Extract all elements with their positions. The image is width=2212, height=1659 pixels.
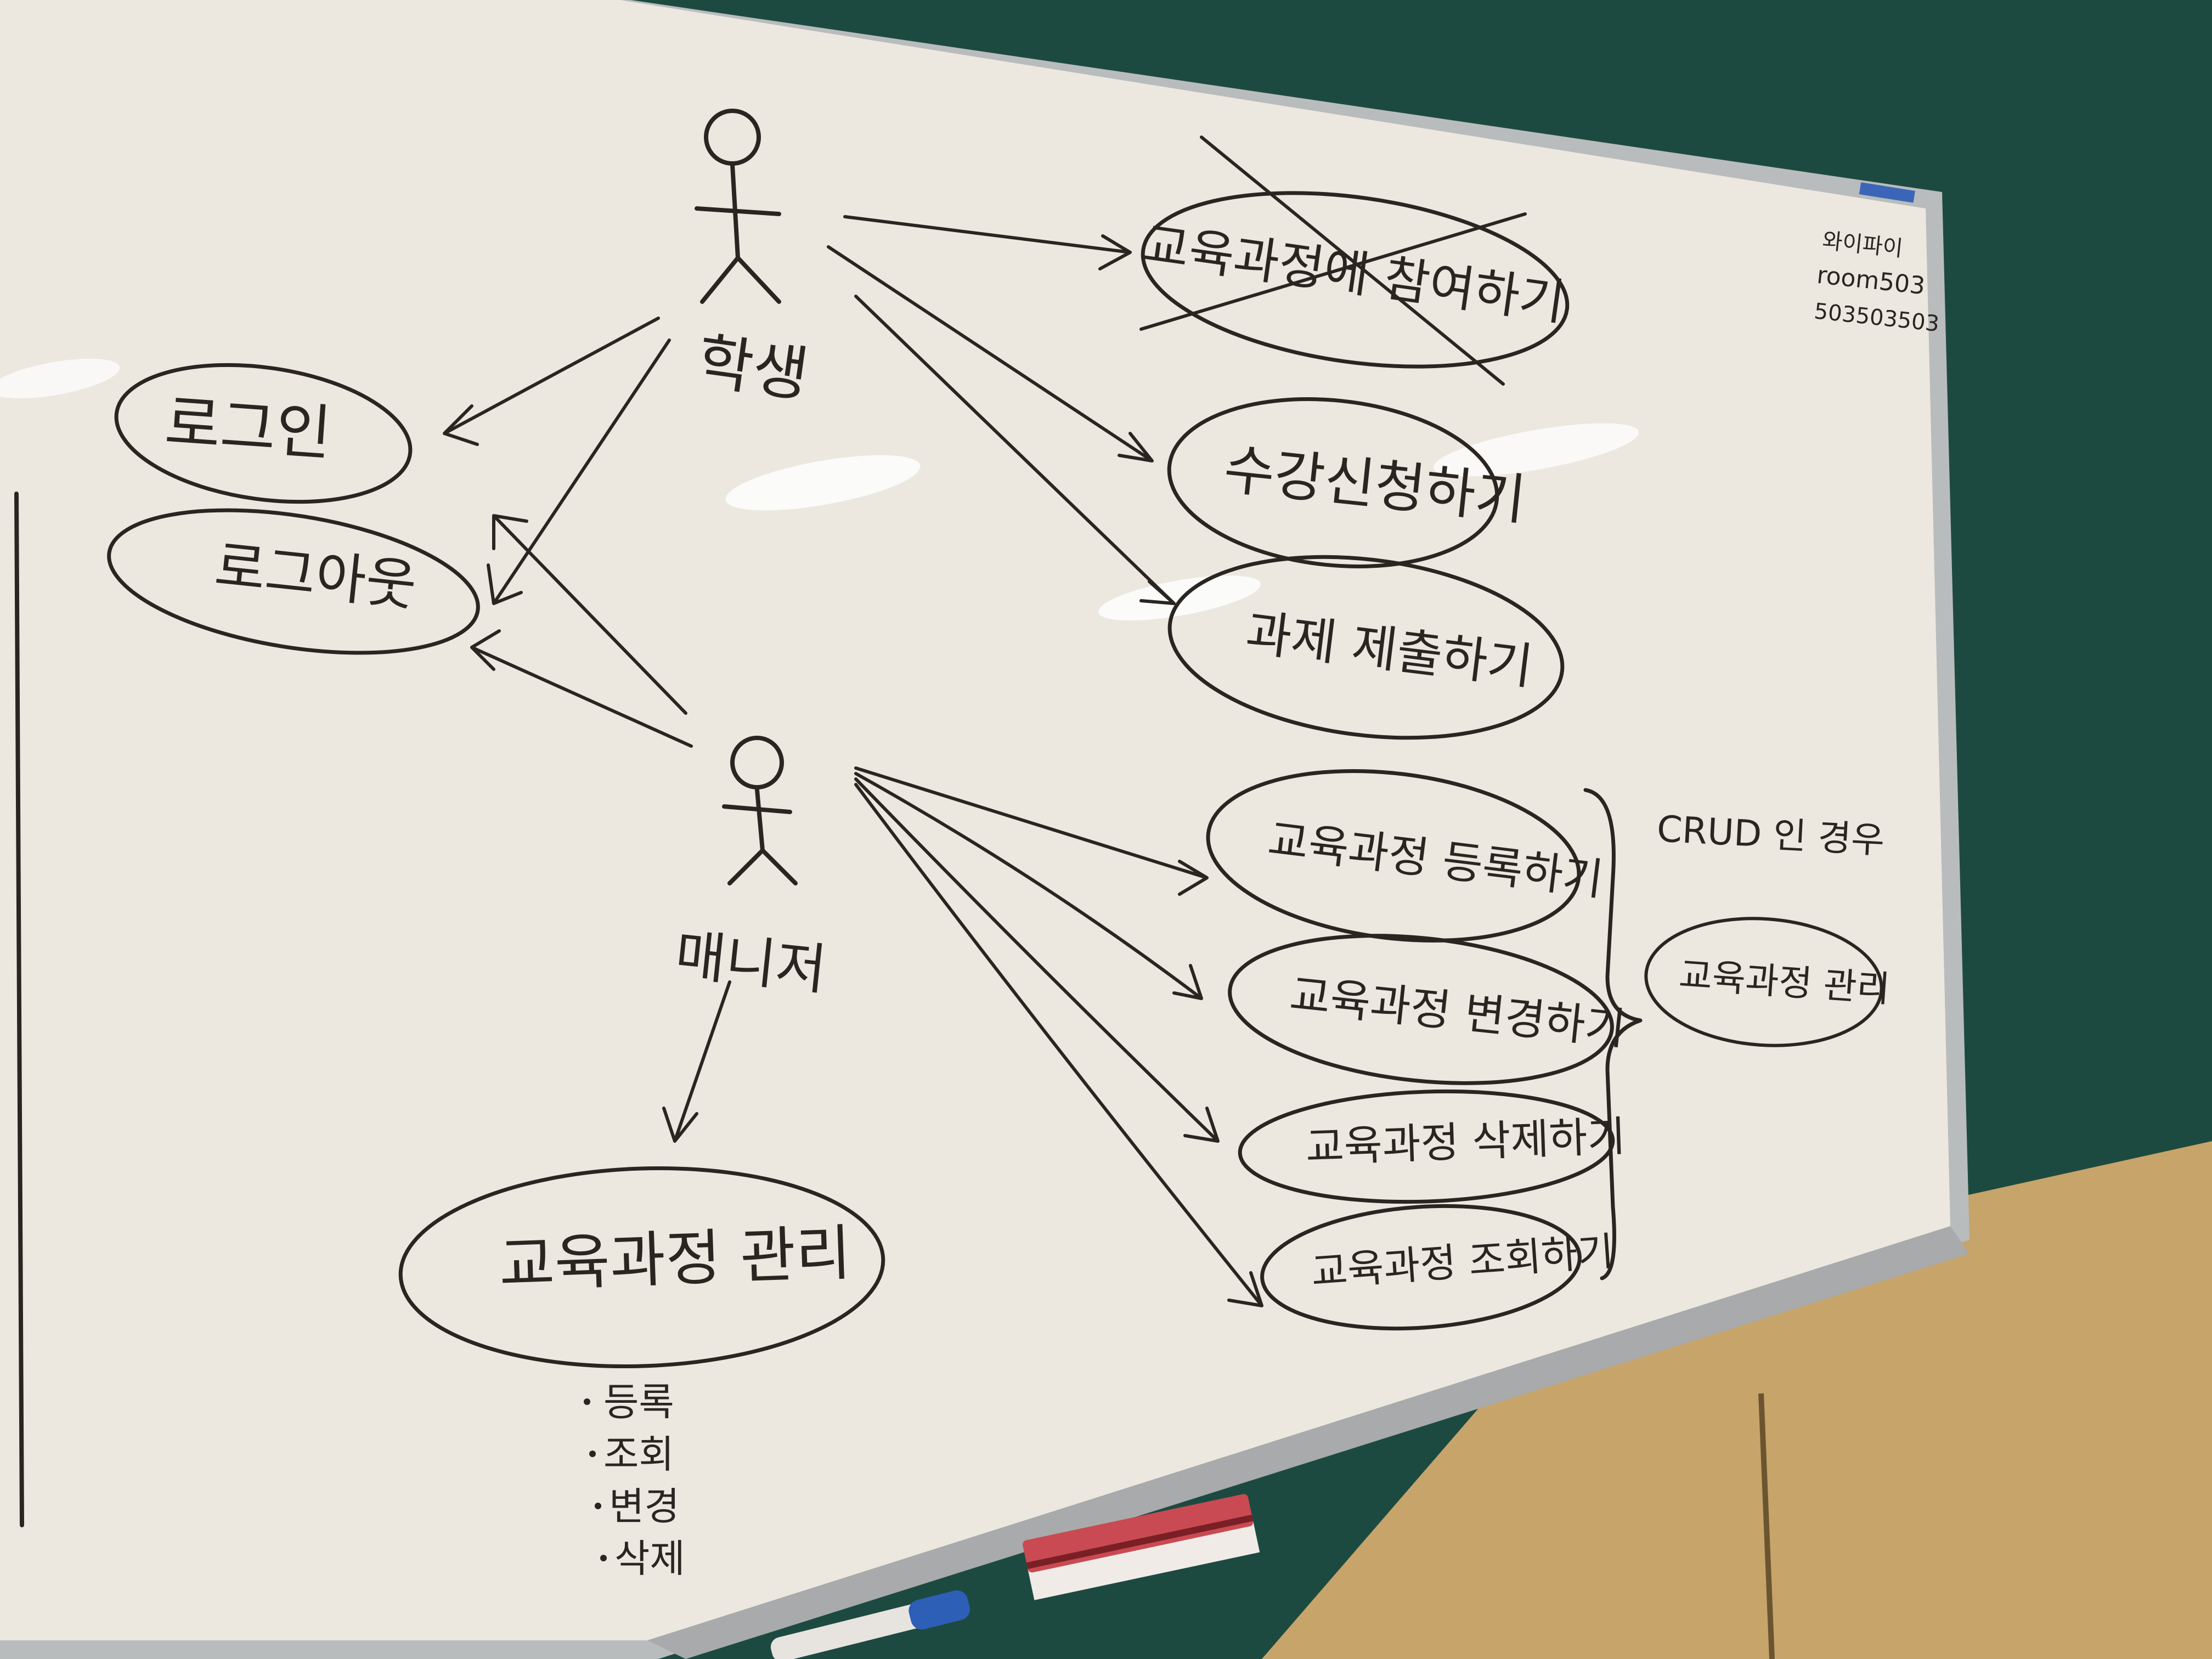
student-body xyxy=(695,162,781,304)
enroll-usecase xyxy=(1167,397,1499,568)
course-delete-label: 교육과정 삭제하기 xyxy=(1305,1111,1626,1171)
arrow-student-to-join xyxy=(843,215,1132,270)
manager-body xyxy=(722,788,798,885)
course-manage-usecase xyxy=(398,1166,885,1369)
arrow-student-to-submit xyxy=(854,295,1176,605)
frame-sticker xyxy=(1859,182,1915,203)
bullet-item: 조회 xyxy=(603,1432,674,1477)
arrow-manager-to-login xyxy=(492,514,687,715)
arrow-manager-to-view xyxy=(854,783,1263,1307)
glare-spot xyxy=(725,455,921,511)
login-usecase xyxy=(114,363,413,504)
bullet-dot xyxy=(584,1398,590,1405)
arrow-manager-to-manage xyxy=(662,980,731,1143)
system-boundary-line xyxy=(14,492,24,1527)
strikeout-cross xyxy=(1139,136,1527,386)
submit-assignment-usecase xyxy=(1167,555,1565,740)
arrow-manager-to-delete xyxy=(854,777,1220,1143)
marker-tray xyxy=(647,1226,1970,1659)
student-label: 학생 xyxy=(693,325,812,410)
eraser xyxy=(1023,1494,1260,1600)
marker-pen xyxy=(770,1590,970,1659)
join-course-usecase xyxy=(1141,191,1570,369)
course-manage-label: 교육과정 관리 xyxy=(498,1218,852,1300)
arrow-student-to-enroll xyxy=(827,245,1154,462)
glare-spot xyxy=(1098,575,1261,620)
bullet-item: 변경 xyxy=(609,1484,680,1529)
course-delete-usecase xyxy=(1238,1089,1615,1204)
wall-seam xyxy=(1758,1393,1775,1659)
glare-spot xyxy=(0,358,120,399)
bullet-dot xyxy=(589,1451,596,1457)
manager-actor xyxy=(722,736,798,885)
course-edit-usecase xyxy=(1228,934,1614,1085)
bullet-list: 등록 조회 변경 삭제 xyxy=(584,1380,685,1581)
logout-usecase xyxy=(107,508,480,655)
bullet-item: 삭제 xyxy=(614,1536,685,1581)
eraser-felt xyxy=(1027,1520,1260,1600)
eraser-stripe xyxy=(1026,1514,1254,1569)
login-label: 로그인 xyxy=(163,387,334,469)
bullet-dot xyxy=(595,1503,601,1509)
marker-cap xyxy=(909,1590,970,1630)
course-manage-group-usecase xyxy=(1644,917,1883,1047)
manager-head xyxy=(730,736,784,789)
bullet-dot xyxy=(600,1555,607,1561)
arrow-manager-to-register xyxy=(854,766,1209,896)
arrow-manager-to-edit xyxy=(854,772,1203,1000)
arrow-student-to-login xyxy=(443,317,660,446)
bullet-item: 등록 xyxy=(603,1380,674,1425)
student-actor xyxy=(695,109,781,304)
course-view-usecase xyxy=(1260,1204,1582,1331)
arrow-student-to-logout xyxy=(487,338,671,605)
crud-brace xyxy=(1583,788,1643,1280)
wooden-wall xyxy=(1262,1141,2212,1659)
arrow-manager-to-logout xyxy=(470,629,693,748)
manager-label: 매니저 xyxy=(672,923,830,1002)
